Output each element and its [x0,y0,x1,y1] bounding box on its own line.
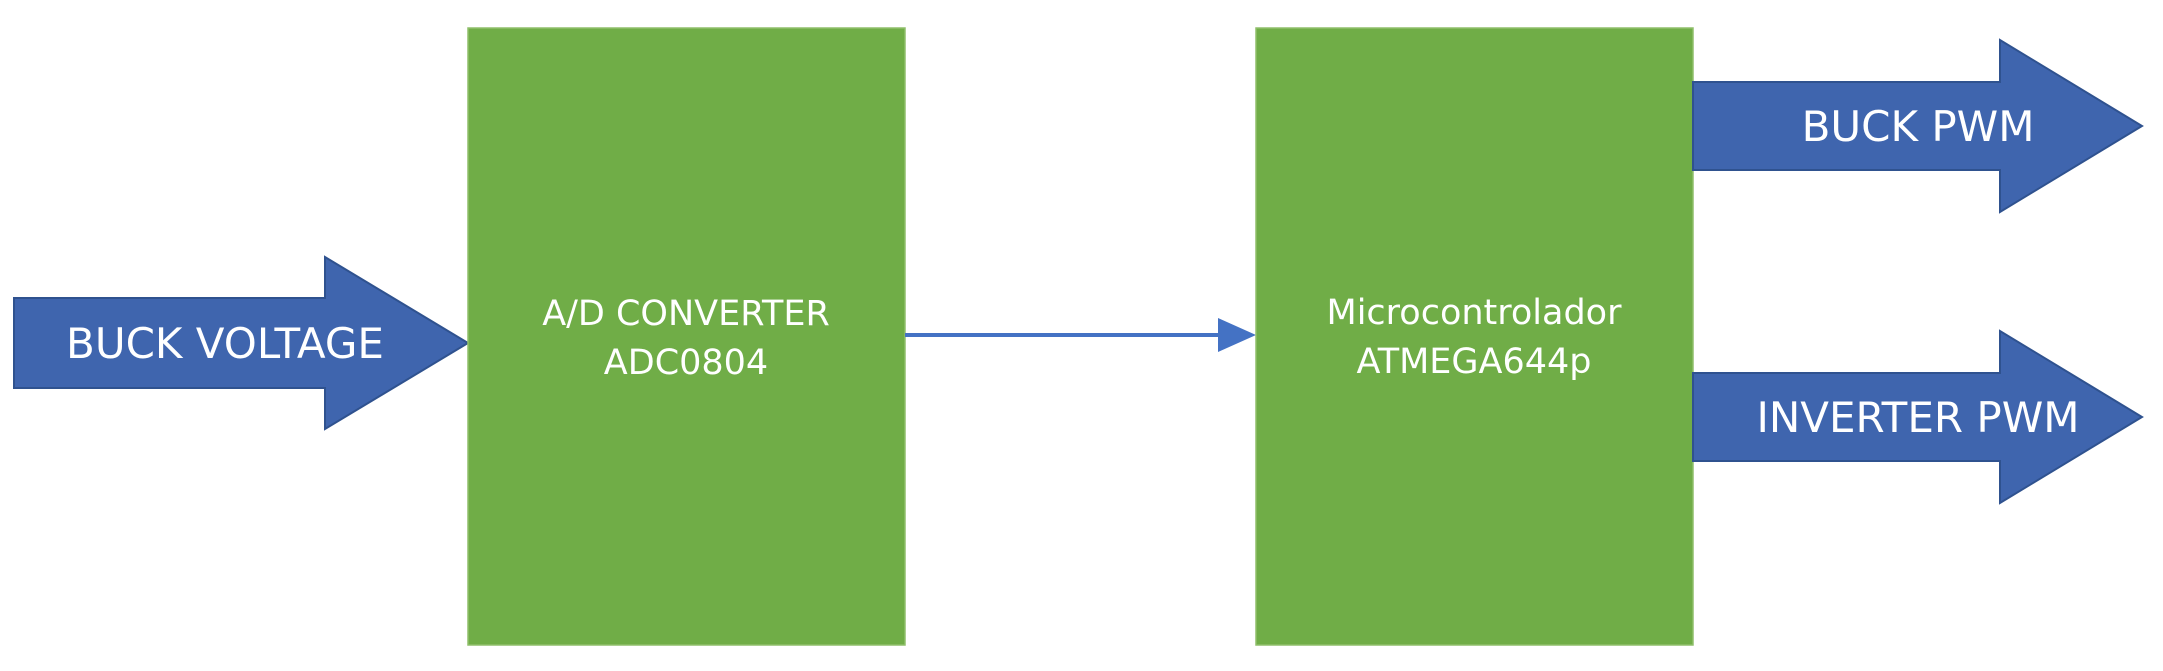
output-arrow-inverter-pwm: INVERTER PWM [1692,329,2144,505]
mcu-block-part-number: ATMEGA644p [1356,342,1591,382]
output-arrow-inverter-pwm-label: INVERTER PWM [1756,393,2079,442]
adc-to-mcu-connector [905,318,1256,352]
adc-block-title: A/D CONVERTER [542,294,830,334]
mcu-block-shape [1255,27,1694,646]
adc-block: A/D CONVERTER ADC0804 [467,27,906,646]
connector-arrowhead [1218,318,1256,352]
input-arrow-shape [13,255,470,431]
output-arrow-buck-pwm-label: BUCK PWM [1802,102,2035,151]
adc-block-shape [467,27,906,646]
input-arrow-buck-voltage: BUCK VOLTAGE [13,255,470,431]
output-arrow-buck-pwm: BUCK PWM [1692,38,2144,214]
output-arrow-buck-pwm-shape [1692,38,2144,214]
mcu-block-title: Microcontrolador [1327,293,1623,333]
input-arrow-label: BUCK VOLTAGE [66,319,384,368]
mcu-block: Microcontrolador ATMEGA644p [1255,27,1694,646]
adc-block-part-number: ADC0804 [604,343,768,383]
output-arrow-inverter-pwm-shape [1692,329,2144,505]
